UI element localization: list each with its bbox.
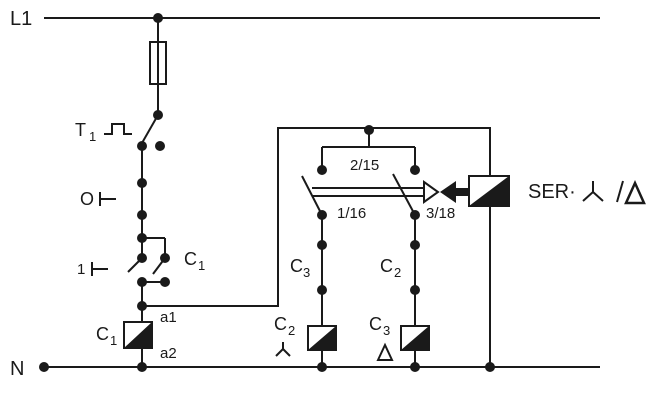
terminal [410,285,420,295]
terminal [155,141,165,151]
delta-interlock-label: C [380,256,393,276]
stop-label: O [80,189,94,209]
terminal-3-18: 3/18 [426,205,455,222]
junction [410,362,420,372]
junction [137,362,147,372]
coil-fill [469,176,509,206]
start-contact-blade [127,257,143,273]
terminal-2-15: 2/15 [350,157,379,174]
coil-fill [401,326,429,350]
hold-contact-blade [152,257,166,275]
neutral-terminal [39,362,49,372]
coil-c1-sub: 1 [110,333,117,348]
terminal [410,165,420,175]
timer-pulse-icon [104,123,132,135]
junction [485,362,495,372]
coil-c2-label: C [274,314,287,334]
coil-c1-label: C [96,324,109,344]
coil-fill [124,322,152,348]
hold-contact-sub: 1 [198,258,205,273]
timer-label: T [75,120,86,140]
terminal-1-16: 1/16 [337,205,366,222]
coil-c2-sub: 2 [288,323,295,338]
linkage-arrow-icon [423,180,440,204]
neutral-label: N [10,358,24,380]
coil-terminal-a2: a2 [160,345,177,362]
star-interlock-sub: 3 [303,265,310,280]
coil-c3-label: C [369,314,382,334]
timer-sub: 1 [89,129,96,144]
hold-contact-label: C [184,249,197,269]
coil-terminal-a1: a1 [160,309,177,326]
terminal [410,240,420,250]
junction [317,362,327,372]
l1-label: L1 [10,8,32,30]
actuator-arrow-icon [440,181,468,203]
junction [153,13,163,23]
timer-contact-right [392,173,416,216]
delta-interlock-sub: 2 [394,265,401,280]
coil-fill [308,326,336,350]
delta-icon [376,342,394,361]
timer-contact-blade [141,114,159,144]
star-icon [582,181,604,202]
control-wire [142,127,491,367]
coil-c3-sub: 3 [383,323,390,338]
delta-icon [624,179,646,205]
terminal [317,165,327,175]
star-icon [275,342,291,357]
start-label: 1 [77,261,85,278]
slash-separator [616,180,624,203]
timer-relay-label: SER· [528,181,576,203]
star-interlock-label: C [290,256,303,276]
